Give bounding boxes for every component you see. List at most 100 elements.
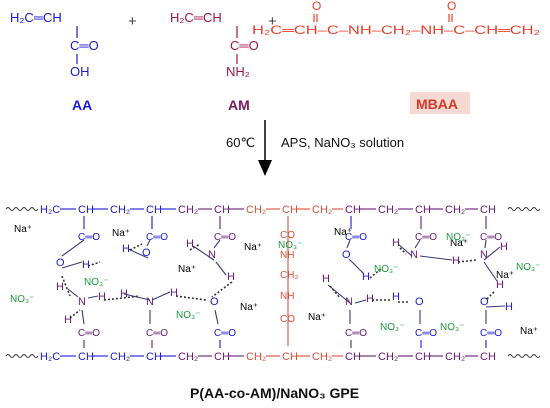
top-chain-unit: CH₂ xyxy=(110,204,130,216)
covalent-bond xyxy=(151,291,171,301)
covalent-bond xyxy=(61,261,83,269)
bottom-chain-unit: CH xyxy=(214,351,230,363)
bottom-chain-unit: CH xyxy=(282,351,298,363)
nitrate-ion: NO₃⁻ xyxy=(374,264,398,275)
plus-sign-1: + xyxy=(128,13,137,30)
sodium-ion: Na⁺ xyxy=(178,264,196,275)
monomer-aa: H₂C═CH C═O OH AA xyxy=(10,10,99,113)
bottom-chain-unit: CH xyxy=(78,351,94,363)
sodium-ion: Na⁺ xyxy=(308,312,326,323)
hydrogen-bond xyxy=(61,275,71,297)
bottom-chain-unit: CH xyxy=(415,351,431,363)
covalent-bond xyxy=(67,288,79,298)
hydrogen-atom: H xyxy=(452,255,460,267)
aa-label: AA xyxy=(72,97,92,113)
hydrogen-atom: H xyxy=(392,237,400,249)
reaction-arrow: 60℃ APS, NaNO₃ solution xyxy=(226,120,404,176)
sodium-ion: Na⁺ xyxy=(14,224,32,235)
pendant-carbonyl: C═O xyxy=(146,328,168,339)
aa-hydroxyl: OH xyxy=(70,64,90,79)
top-chain-unit: CH xyxy=(78,204,94,216)
nitrate-ion: NO₃⁻ xyxy=(176,310,200,321)
pendant-carbonyl: C═O xyxy=(78,232,100,243)
hydrogen-atom: H xyxy=(322,273,330,285)
mbaa-oxygen-left: O xyxy=(312,0,321,13)
hydrogen-atom: H xyxy=(496,279,504,291)
nitrate-ion: NO₃⁻ xyxy=(440,322,464,333)
top-chain-unit: CH xyxy=(146,204,162,216)
pendant-carbonyl: C═O xyxy=(146,232,168,243)
nitrogen-atom: N xyxy=(146,296,154,308)
top-chain-unit: CH xyxy=(480,204,496,216)
oxygen-atom: O xyxy=(56,257,65,269)
oxygen-atom: O xyxy=(210,296,219,308)
hydrogen-atom: H xyxy=(122,243,130,255)
covalent-bond xyxy=(346,239,351,249)
crosslink-unit: CO xyxy=(280,314,295,325)
nitrogen-atom: N xyxy=(208,249,216,261)
hydrogen-atom: H xyxy=(227,271,235,283)
chain-end-bottom-left xyxy=(5,354,39,358)
hydrogen-bond xyxy=(399,247,407,255)
hydrogen-atom: H xyxy=(98,291,106,303)
bottom-chain-unit: CH₂ xyxy=(378,351,398,363)
mbaa-label: MBAA xyxy=(416,96,458,112)
hydrogen-bond xyxy=(369,267,383,279)
nitrate-ion: NO₃⁻ xyxy=(446,232,470,243)
nitrate-ion: NO₃⁻ xyxy=(84,277,108,288)
top-chain-unit: CH xyxy=(282,204,298,216)
pendant-carbonyl: C═O xyxy=(214,328,236,339)
bottom-chain-unit: CH₂ xyxy=(110,351,130,363)
nitrate-ion: NO₃⁻ xyxy=(516,262,540,273)
pendant-carbonyl: C═O xyxy=(415,328,437,339)
chain-end-top-right xyxy=(507,207,541,211)
hydrogen-atom: H xyxy=(366,293,374,305)
sodium-ion: Na⁺ xyxy=(244,242,262,253)
nitrogen-atom: N xyxy=(480,249,488,261)
covalent-bond xyxy=(419,255,453,261)
covalent-bond xyxy=(485,305,506,308)
covalent-bond xyxy=(327,284,351,304)
covalent-bond xyxy=(483,261,498,282)
covalent-bond xyxy=(213,239,221,249)
sodium-ion: Na⁺ xyxy=(240,302,258,313)
top-chain-unit: CH xyxy=(214,204,230,216)
bottom-chain-unit: H₂C xyxy=(40,351,60,363)
hydrogen-atom: H xyxy=(362,271,370,283)
plus-sign-2: + xyxy=(268,13,277,30)
top-chain-unit: CH₂ xyxy=(178,204,198,216)
covalent-bond xyxy=(215,261,227,276)
monomer-am: H₂C═CH C═O NH₂ AM xyxy=(170,10,259,113)
oxygen-atom: O xyxy=(342,249,351,261)
crosslink-unit: CH₂ xyxy=(280,270,298,281)
crosslink-unit: NH xyxy=(280,291,294,302)
nitrate-ion: NO₃⁻ xyxy=(278,240,302,251)
covalent-bond xyxy=(414,239,421,249)
sodium-ion: Na⁺ xyxy=(496,270,514,281)
top-chain-unit: H₂C xyxy=(40,204,60,216)
pendant-carbonyl: C═O xyxy=(480,232,502,243)
bottom-chain-unit: CH xyxy=(345,351,361,363)
pendant-carbonyl: C═O xyxy=(345,328,367,339)
chain-end-bottom-right xyxy=(507,354,541,358)
polymer-network: H₂C CH CH₂ CH CH₂ CH CH₂ CH CH₂ CH CH₂ CH CH₂ CH H₂C CH… xyxy=(5,204,541,363)
top-chain-unit: CH₂ xyxy=(312,204,332,216)
nitrate-ion: NO₃⁻ xyxy=(380,322,404,333)
covalent-bond xyxy=(61,239,85,257)
reaction-temperature: 60℃ xyxy=(226,135,255,150)
mbaa-formula: H₂C═CH–C–NH–CH₂–NH–C–CH═CH₂ xyxy=(252,23,540,37)
nitrogen-atom: N xyxy=(78,296,86,308)
top-chain-unit: CH₂ xyxy=(378,204,398,216)
oxygen-atom: O xyxy=(142,247,151,259)
top-chain-unit: CH₂ xyxy=(445,204,465,216)
reaction-conditions: APS, NaNO₃ solution xyxy=(281,135,404,150)
am-amine: NH₂ xyxy=(226,64,250,79)
am-vinyl: H₂C═CH xyxy=(170,10,222,25)
pendant-carbonyl: C═O xyxy=(480,328,502,339)
covalent-bond xyxy=(146,239,151,247)
top-chain-unit: CH xyxy=(345,204,361,216)
hydrogen-atom: H xyxy=(505,301,513,313)
sodium-ion: Na⁺ xyxy=(520,326,538,337)
crosslink-unit: NH xyxy=(280,250,294,261)
